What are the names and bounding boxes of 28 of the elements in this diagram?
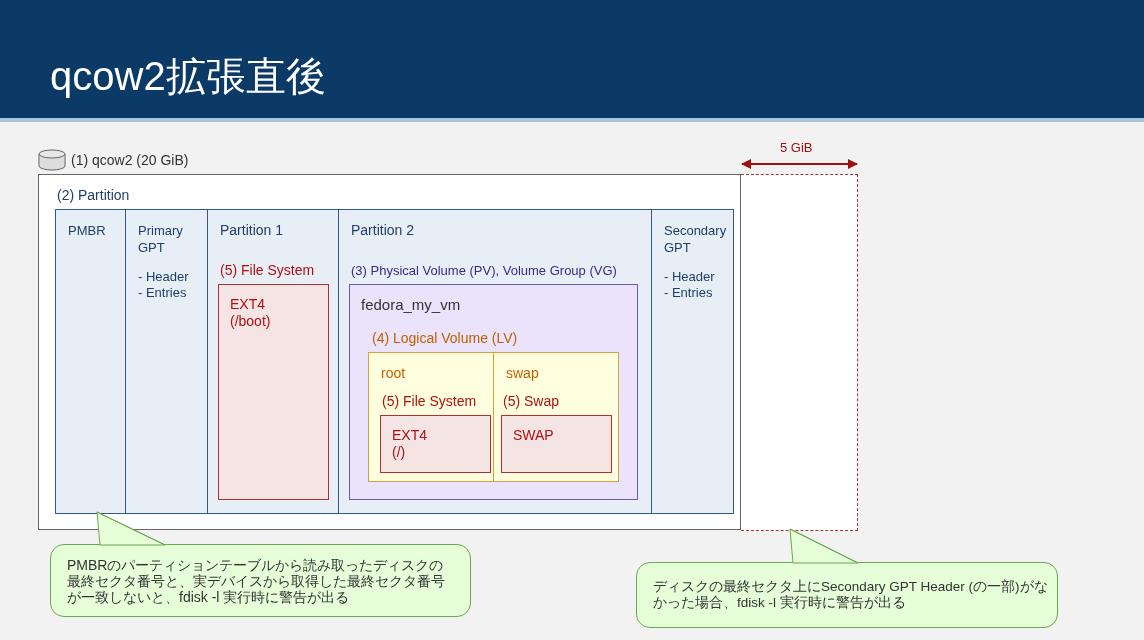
column-label: - Header xyxy=(664,268,716,285)
file-system-label: (5) File System xyxy=(382,393,477,410)
volume-group-name: fedora_my_vm xyxy=(361,296,462,313)
swap-text: SWAP xyxy=(513,427,555,444)
group-label: (2) Partition xyxy=(57,187,130,204)
disk-label: (1) qcow2 (20 GiB) xyxy=(71,152,189,169)
file-system-text: EXT4 (/) xyxy=(392,427,428,461)
swap-label: (5) Swap xyxy=(503,393,560,410)
column-label: - Entries xyxy=(664,284,714,301)
column-label: - Entries xyxy=(138,284,188,301)
callout-pointer xyxy=(96,511,166,546)
column-label: PMBR xyxy=(68,222,107,239)
callout-text: ディスクの最終セクタ上にSecondary GPT Header (の一部)がなかった場合、fdisk -l 実行時に警告が出る xyxy=(653,578,1049,612)
column-label: - Header xyxy=(138,268,190,285)
volume-name: swap xyxy=(506,365,540,382)
volume-name: root xyxy=(381,365,407,382)
file-system-text: EXT4 (/boot) xyxy=(230,296,272,330)
callout-text: PMBRのパーティションテーブルから読み取ったディスクの最終セクタ番号と、実デバイスから取得した最終セクタ番号が一致しないと、fdisk -l 実行時に警告が出る xyxy=(67,555,446,607)
volume-group-label: (3) Physical Volume (PV), Volume Group (VG) xyxy=(351,262,617,279)
slide-title: qcow2拡張直後 xyxy=(50,53,326,100)
logical-volume-label: (4) Logical Volume (LV) xyxy=(372,330,518,347)
column-label: Partition 1 xyxy=(220,222,285,239)
callout-pointer xyxy=(789,528,859,564)
file-system-label: (5) File System xyxy=(220,262,315,279)
dimension-label: 5 GiB xyxy=(780,140,813,155)
unallocated-area xyxy=(741,174,858,531)
column-label: Primary GPT xyxy=(138,222,184,256)
column-label: Partition 2 xyxy=(351,222,416,239)
